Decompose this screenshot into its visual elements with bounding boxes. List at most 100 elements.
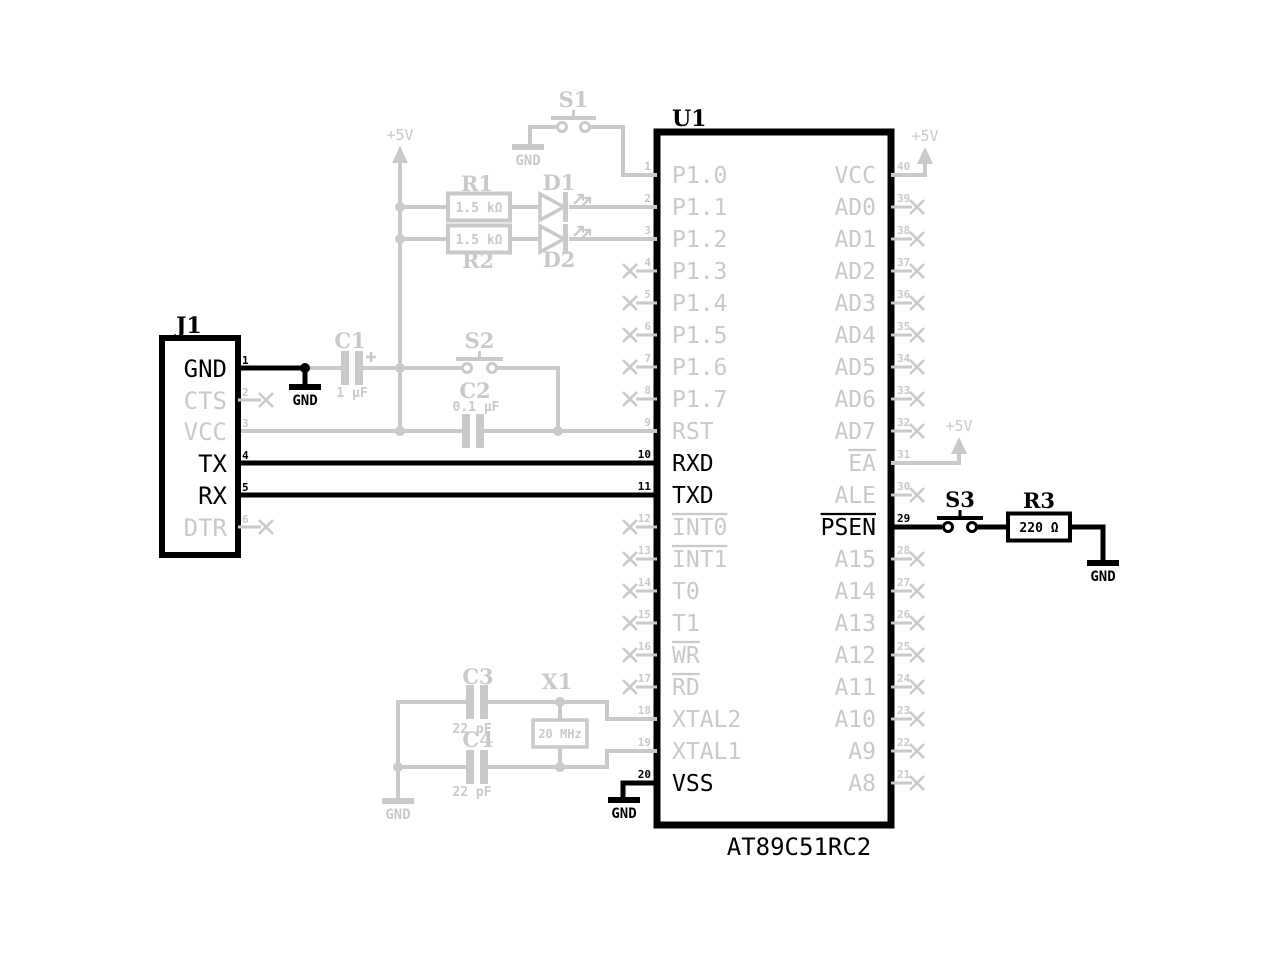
power-label-top-left: +5V bbox=[386, 126, 413, 144]
pin-number: 14 bbox=[638, 576, 652, 589]
no-connect-icon bbox=[909, 423, 925, 439]
no-connect-icon bbox=[622, 327, 638, 343]
pin-name-rst: RST bbox=[672, 419, 714, 445]
capacitor-plate bbox=[466, 750, 474, 784]
pin-name-ad0: AD0 bbox=[834, 195, 876, 221]
resistor-r3-label: R3 bbox=[1023, 488, 1055, 513]
pin-name-a11: A11 bbox=[834, 675, 876, 701]
pin-number: 38 bbox=[897, 224, 910, 237]
ground-symbol-icon bbox=[289, 384, 321, 390]
no-connect-icon bbox=[909, 391, 925, 407]
pin-number: 18 bbox=[638, 704, 651, 717]
diode-d1 bbox=[538, 191, 568, 223]
connector-pin-dtr: DTR bbox=[184, 514, 228, 542]
pin-number: 37 bbox=[897, 256, 910, 269]
pin-number: 6 bbox=[242, 513, 249, 526]
pin-name-p1.5: P1.5 bbox=[672, 323, 727, 349]
capacitor-c1-value: 1 µF bbox=[336, 386, 367, 401]
no-connect-icon bbox=[622, 679, 638, 695]
connector-pin-rx: RX bbox=[198, 482, 227, 510]
capacitor-c3-value: 22 pF bbox=[452, 722, 491, 737]
pin-number: 29 bbox=[897, 512, 910, 525]
capacitor-plate bbox=[341, 351, 349, 385]
capacitor-plate bbox=[476, 414, 484, 448]
ground-label-j1: GND bbox=[292, 393, 317, 409]
no-connect-icon bbox=[909, 743, 925, 759]
chip-part-number: AT89C51RC2 bbox=[727, 833, 872, 861]
ground-label-s1: GND bbox=[515, 153, 540, 169]
pushbutton-contact bbox=[556, 121, 568, 133]
pin-name-rd: RD bbox=[672, 675, 700, 701]
polarity-plus-icon bbox=[366, 352, 376, 362]
connector-pin-gnd: GND bbox=[184, 355, 227, 383]
capacitor-plate bbox=[462, 414, 470, 448]
pin-number: 12 bbox=[638, 512, 651, 525]
connector-body bbox=[159, 335, 241, 558]
pin-name-p1.3: P1.3 bbox=[672, 259, 727, 285]
pin-number: 1 bbox=[242, 354, 249, 367]
ground-label-r3: GND bbox=[1090, 569, 1115, 585]
wire bbox=[488, 700, 657, 721]
pin-number: 3 bbox=[644, 224, 651, 237]
pushbutton-contact bbox=[966, 521, 978, 533]
diode-label: D1 bbox=[543, 170, 576, 195]
power-flag-icon bbox=[917, 147, 933, 164]
pin-number: 34 bbox=[897, 352, 911, 365]
pin-number: 15 bbox=[638, 608, 651, 621]
junction-dot bbox=[395, 363, 405, 373]
pushbutton-contact bbox=[486, 362, 498, 374]
pin-name-xtal1: XTAL1 bbox=[672, 739, 741, 765]
pushbutton-contact bbox=[579, 121, 591, 133]
capacitor-c4-label: C4 bbox=[462, 727, 493, 752]
junction-dot bbox=[300, 363, 310, 373]
pin-name-a8: A8 bbox=[848, 771, 876, 797]
capacitor-plate bbox=[466, 685, 474, 719]
ground-symbol-icon bbox=[512, 144, 544, 150]
pin-name-ad2: AD2 bbox=[834, 259, 876, 285]
no-connect-icon bbox=[909, 327, 925, 343]
no-connect-icon bbox=[909, 199, 925, 215]
no-connect-icon bbox=[622, 391, 638, 407]
pin-name-a12: A12 bbox=[834, 643, 876, 669]
junction-dot bbox=[555, 762, 565, 772]
capacitor-c2-value: 0.1 µF bbox=[453, 400, 500, 415]
no-connect-icon bbox=[909, 647, 925, 663]
pushbutton-stem bbox=[478, 351, 481, 357]
resistor-r1 bbox=[446, 191, 512, 223]
pin-name-a13: A13 bbox=[834, 611, 876, 637]
pin-name-p1.2: P1.2 bbox=[672, 227, 727, 253]
pin-name-t0: T0 bbox=[672, 579, 700, 605]
no-connect-icon bbox=[622, 295, 638, 311]
pin-number: 31 bbox=[897, 448, 911, 461]
pin-name-p1.6: P1.6 bbox=[672, 355, 727, 381]
pin-name-p1.4: P1.4 bbox=[672, 291, 727, 317]
ground-symbol-icon bbox=[382, 798, 414, 804]
no-connect-icon bbox=[909, 263, 925, 279]
pin-name-int1: INT1 bbox=[672, 547, 727, 573]
pin-number: 10 bbox=[638, 448, 651, 461]
capacitor-plate bbox=[355, 351, 363, 385]
pin-number: 9 bbox=[644, 416, 651, 429]
diode-label: D2 bbox=[543, 247, 576, 272]
led-arrow-icon bbox=[580, 228, 592, 240]
pin-name-p1.0: P1.0 bbox=[672, 163, 727, 189]
diode-d2 bbox=[538, 223, 568, 255]
pin-name-ad5: AD5 bbox=[834, 355, 876, 381]
no-connect-icon bbox=[909, 775, 925, 791]
junction-dot bbox=[395, 202, 405, 212]
pin-name-p1.7: P1.7 bbox=[672, 387, 727, 413]
connector-designator: J1 bbox=[174, 313, 202, 339]
pushbutton-contact bbox=[942, 521, 954, 533]
junction-dot bbox=[395, 234, 405, 244]
pin-name-psen: PSEN bbox=[821, 515, 876, 541]
no-connect-icon bbox=[622, 551, 638, 567]
pin-name-ale: ALE bbox=[834, 483, 876, 509]
wire bbox=[1072, 524, 1106, 560]
pin-number: 39 bbox=[897, 192, 910, 205]
pin-number: 30 bbox=[897, 480, 910, 493]
pin-name-ad3: AD3 bbox=[834, 291, 876, 317]
junction-dot bbox=[395, 426, 405, 436]
no-connect-icon bbox=[622, 359, 638, 375]
junction-dot bbox=[555, 697, 565, 707]
